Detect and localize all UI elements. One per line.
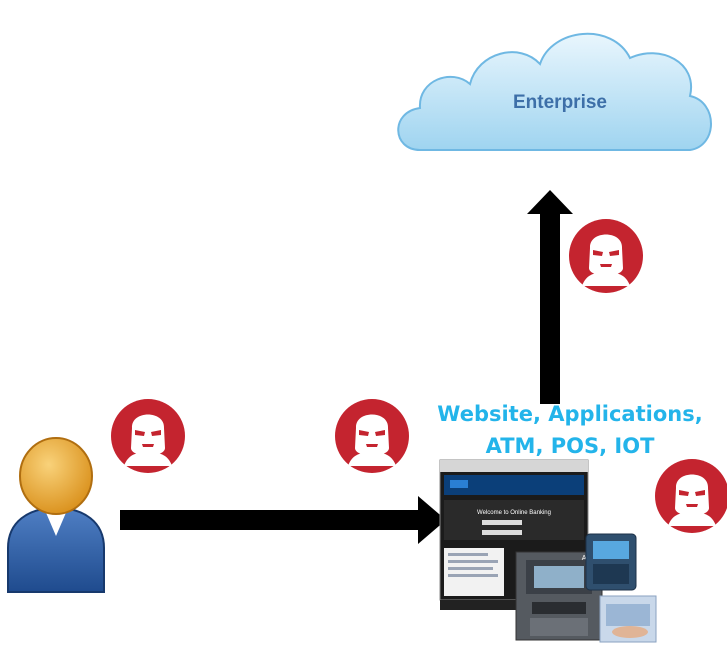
banking-page-header: Welcome to Online Banking [477,510,551,516]
laptop-screenshot [599,595,657,643]
online-banking-screenshot: Welcome to Online Banking [439,459,589,610]
user-icon [7,437,105,593]
arrow-to-enterprise [527,190,573,404]
cloud-icon [397,33,712,151]
masked-attacker-icon [569,219,643,293]
channel-screenshots: Welcome to Online Banking ATM [439,459,657,643]
channels-caption: Website, Applications, ATM, POS, IOT [420,398,720,462]
masked-attacker-icon [655,459,727,533]
enterprise-cloud [397,33,712,151]
caption-line-2: ATM, POS, IOT [485,434,655,458]
caption-line-1: Website, Applications, [437,402,703,426]
arrow-to-channels [120,496,446,544]
masked-attacker-icon [335,399,409,473]
enterprise-label: Enterprise [513,92,607,113]
masked-attacker-icon [111,399,185,473]
pos-screenshot [585,533,637,591]
